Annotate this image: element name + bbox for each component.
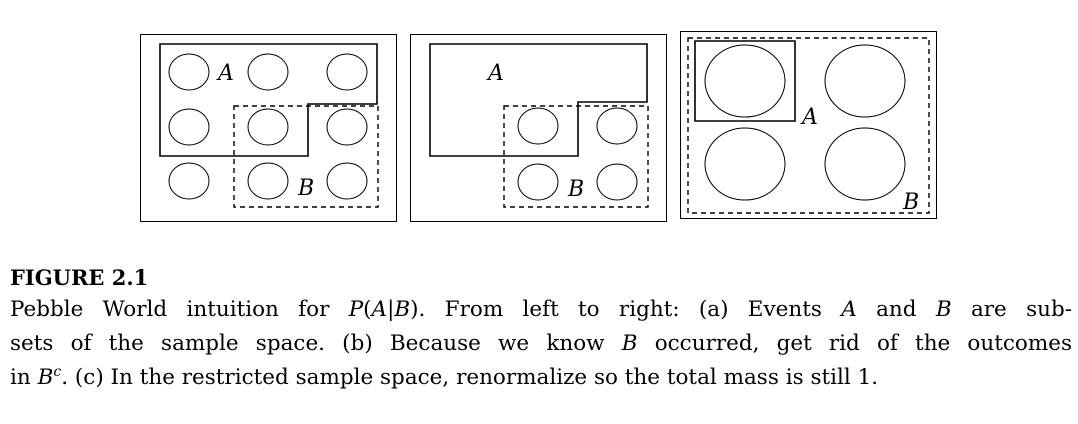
pebble	[704, 44, 786, 118]
pebble	[326, 108, 368, 146]
pebble	[168, 108, 210, 146]
figure-label: FIGURE 2.1	[10, 265, 149, 290]
caption-text: Pebble World intuition for	[10, 297, 349, 322]
pebble	[824, 44, 906, 118]
panel-b-frame	[410, 34, 667, 222]
panel-b: A B	[410, 34, 667, 222]
panel-c: A B	[680, 31, 937, 219]
pebble	[247, 108, 289, 146]
panel-c-label-b: B	[902, 190, 919, 215]
pebble	[168, 53, 210, 91]
pebble	[596, 163, 638, 201]
pebble	[596, 107, 638, 145]
figure-caption: FIGURE 2.1 Pebble World intuition for P(…	[10, 263, 1072, 395]
caption-line-3: in Bc. (c) In the restricted sample spac…	[10, 361, 1072, 395]
pebble	[517, 107, 559, 145]
math-paren-open: (	[363, 297, 372, 322]
panel-a-event-a-region	[159, 43, 378, 157]
caption-text: in	[10, 365, 38, 390]
pebble	[326, 53, 368, 91]
caption-line-1: Pebble World intuition for P(A|B). From …	[10, 293, 1072, 327]
pebble	[326, 162, 368, 200]
panel-a-frame	[140, 34, 397, 222]
pebble	[824, 127, 906, 201]
panel-b-label-a: A	[486, 61, 504, 86]
math-b: B	[621, 331, 638, 356]
panel-b-label-b: B	[567, 177, 584, 202]
pebble	[704, 127, 786, 201]
pebble	[168, 162, 210, 200]
caption-text: are sub-	[951, 297, 1072, 322]
panel-c-event-a-region	[694, 40, 796, 122]
caption-text: . (c) In the restricted sample space, re…	[61, 365, 879, 390]
panel-c-label-a: A	[800, 105, 818, 130]
math-a: A	[371, 297, 388, 322]
panel-b-event-a-region	[429, 43, 648, 157]
caption-text: and	[856, 297, 936, 322]
math-b: B	[394, 297, 411, 322]
panel-a-event-b-region	[233, 105, 379, 208]
panel-a-label-a: A	[216, 61, 234, 86]
math-bar: |	[387, 297, 395, 322]
caption-text: sets of the sample space. (b) Because we…	[10, 331, 622, 356]
math-b: B	[37, 365, 54, 390]
math-p: P	[348, 297, 364, 322]
panel-a-label-b: B	[297, 176, 314, 201]
math-b: B	[935, 297, 952, 322]
pebble	[247, 162, 289, 200]
math-paren-close: )	[410, 297, 419, 322]
pebble-world-figure: A B A B A B	[140, 31, 937, 222]
caption-text: . From left to right: (a) Events	[418, 297, 842, 322]
pebble	[517, 163, 559, 201]
math-a: A	[841, 297, 857, 322]
pebble	[247, 53, 289, 91]
panel-c-frame	[680, 31, 937, 219]
caption-text: occurred, get rid of the outcomes	[637, 331, 1072, 356]
math-complement-superscript: c	[53, 364, 62, 380]
caption-line-2: sets of the sample space. (b) Because we…	[10, 327, 1072, 361]
panel-a: A B	[140, 34, 397, 222]
panel-c-event-b-region	[687, 37, 930, 214]
panel-b-event-b-region	[503, 105, 649, 208]
